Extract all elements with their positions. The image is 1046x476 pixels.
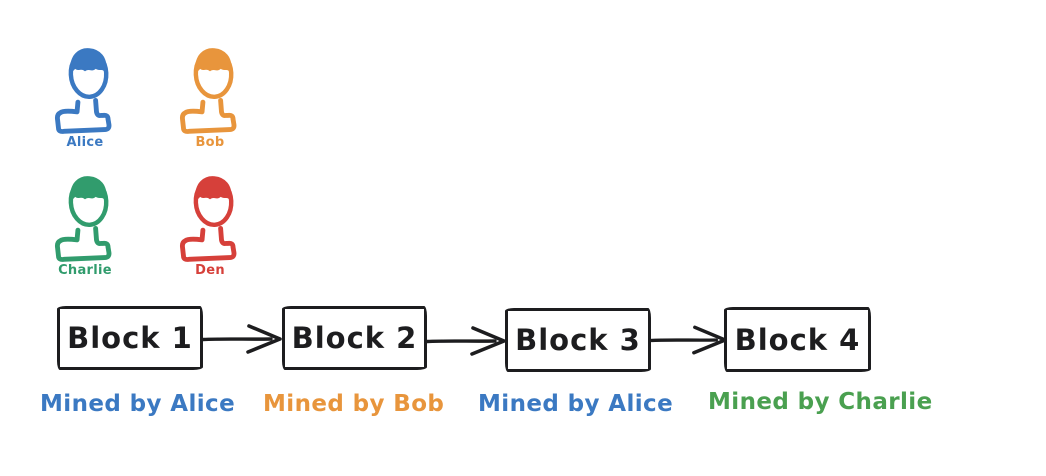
block-label: Block 1 — [67, 321, 193, 355]
person-icon — [171, 42, 249, 134]
user-name-label: Alice — [66, 135, 104, 150]
miner-label-4: Mined by Charlie — [708, 389, 933, 415]
block-label: Block 4 — [734, 322, 861, 357]
miner-label-3: Mined by Alice — [478, 391, 674, 417]
user-name-label: Charlie — [58, 263, 112, 278]
chain-arrow-icon-3 — [648, 323, 730, 357]
block-label: Block 3 — [515, 323, 641, 357]
miner-label-2: Mined by Bob — [263, 391, 445, 417]
user-bob: Bob — [171, 42, 249, 150]
miner-label-1: Mined by Alice — [40, 391, 236, 417]
user-alice: Alice — [46, 42, 124, 150]
block-3: Block 3 — [505, 308, 651, 372]
block-label: Block 2 — [291, 321, 418, 355]
user-name-label: Bob — [195, 135, 225, 150]
block-4: Block 4 — [724, 307, 871, 372]
person-icon — [171, 170, 249, 262]
person-icon — [46, 42, 124, 134]
chain-arrow-icon-1 — [201, 322, 285, 356]
user-name-label: Den — [195, 263, 225, 278]
user-den: Den — [171, 170, 249, 278]
chain-arrow-icon-2 — [425, 324, 509, 358]
person-icon — [46, 170, 124, 262]
block-1: Block 1 — [57, 306, 203, 370]
user-charlie: Charlie — [46, 170, 124, 278]
block-2: Block 2 — [282, 306, 427, 370]
